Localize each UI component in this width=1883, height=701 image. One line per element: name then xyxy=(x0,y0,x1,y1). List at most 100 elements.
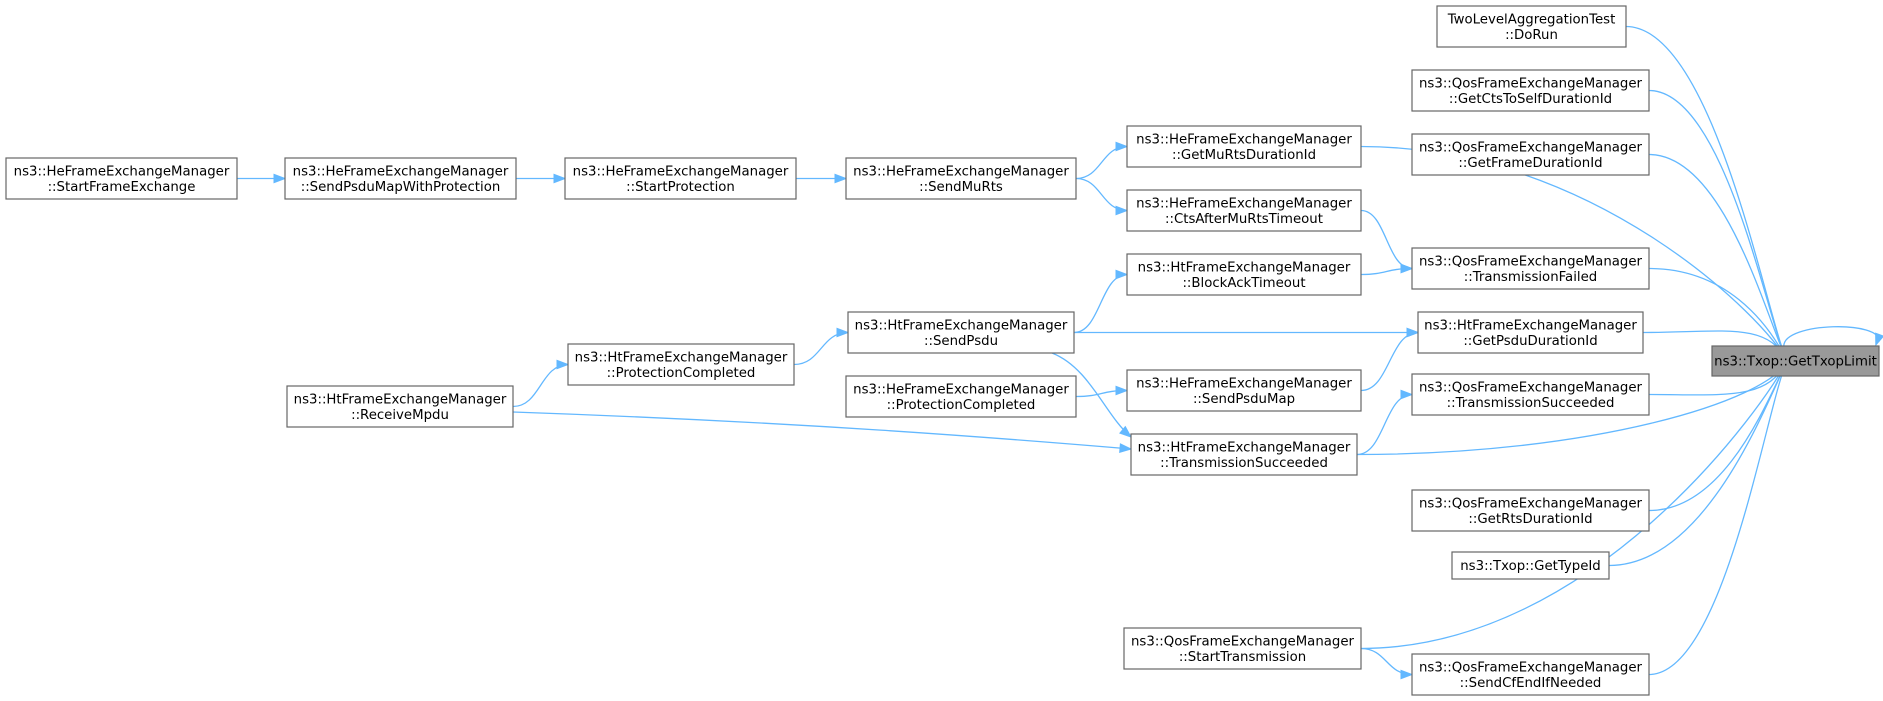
node-box xyxy=(1411,247,1650,290)
graph-node-qos_getcts[interactable]: ns3::QosFrameExchangeManager::GetCtsToSe… xyxy=(1411,69,1650,112)
edge-ht_receivempdu-to-ht_txsucc xyxy=(512,411,1133,453)
graph-node-ht_protcompleted[interactable]: ns3::HtFrameExchangeManager::ProtectionC… xyxy=(567,343,795,386)
graph-node-target[interactable]: ns3::Txop::GetTxopLimit xyxy=(1711,345,1880,377)
graph-node-qos_getframe[interactable]: ns3::QosFrameExchangeManager::GetFrameDu… xyxy=(1411,133,1650,176)
node-label-line: ::GetRtsDurationId xyxy=(1468,512,1592,527)
node-box xyxy=(1126,125,1362,168)
graph-node-he_getmurts[interactable]: ns3::HeFrameExchangeManager::GetMuRtsDur… xyxy=(1126,125,1362,168)
edge-ht_sendpsdu-to-ht_getpsdu xyxy=(1074,327,1420,338)
node-label-line: ::DoRun xyxy=(1505,28,1558,43)
node-box xyxy=(1126,189,1362,232)
edge-line xyxy=(1051,352,1132,438)
node-label-line: ns3::QosFrameExchangeManager xyxy=(1419,76,1643,91)
graph-node-ht_receivempdu[interactable]: ns3::HtFrameExchangeManager::ReceiveMpdu xyxy=(286,385,514,428)
edge-line xyxy=(1075,177,1128,212)
edge-line xyxy=(1648,360,1788,676)
graph-node-he_startframe[interactable]: ns3::HeFrameExchangeManager::StartFrameE… xyxy=(5,157,238,200)
edge-arrowhead xyxy=(1119,425,1133,438)
edge-line xyxy=(512,411,1132,450)
node-box xyxy=(5,157,238,200)
graph-node-qos_getrts[interactable]: ns3::QosFrameExchangeManager::GetRtsDura… xyxy=(1411,489,1650,532)
node-box xyxy=(564,157,797,200)
graph-node-qos_starttx[interactable]: ns3::QosFrameExchangeManager::StartTrans… xyxy=(1123,627,1362,670)
node-label-line: ns3::Txop::GetTypeId xyxy=(1460,559,1601,574)
edge-qos_sendcfend-to-target xyxy=(1648,359,1788,676)
node-box xyxy=(286,385,514,428)
node-label-line: ns3::HeFrameExchangeManager xyxy=(1136,196,1352,211)
graph-node-ht_blockack[interactable]: ns3::HtFrameExchangeManager::BlockAckTim… xyxy=(1126,253,1362,296)
node-box xyxy=(1411,69,1650,112)
edge-line xyxy=(512,363,569,408)
node-label-line: ns3::HeFrameExchangeManager xyxy=(1136,376,1352,391)
edge-line xyxy=(1356,360,1788,456)
node-box xyxy=(1130,433,1358,476)
edge-line xyxy=(1356,393,1413,456)
edge-he_startframe-to-he_sendpsdumapprot xyxy=(237,173,287,184)
node-label-line: ns3::HeFrameExchangeManager xyxy=(293,164,509,179)
node-label-line: ::TransmissionSucceeded xyxy=(1160,456,1328,471)
edge-he_sendmurts-to-he_ctsaftermurts xyxy=(1075,177,1129,216)
edge-arrowhead xyxy=(834,173,848,184)
node-label-line: ns3::QosFrameExchangeManager xyxy=(1419,496,1643,511)
edge-arrowhead xyxy=(1115,141,1129,152)
node-label-line: TwoLevelAggregationTest xyxy=(1447,12,1616,27)
graph-node-he_ctsaftermurts[interactable]: ns3::HeFrameExchangeManager::CtsAfterMuR… xyxy=(1126,189,1362,232)
graph-node-ht_getpsdu[interactable]: ns3::HtFrameExchangeManager::GetPsduDura… xyxy=(1417,311,1644,354)
node-label-line: ns3::HtFrameExchangeManager xyxy=(1424,318,1637,333)
graph-node-qos_txsucc[interactable]: ns3::QosFrameExchangeManager::Transmissi… xyxy=(1411,373,1650,416)
node-label-line: ns3::QosFrameExchangeManager xyxy=(1419,140,1643,155)
node-label-line: ::SendCfEndIfNeeded xyxy=(1460,676,1602,691)
node-box xyxy=(1711,345,1880,377)
node-label-line: ::SendPsdu xyxy=(924,334,998,349)
edge-he_sendpsdumapprot-to-he_startprot xyxy=(516,173,567,184)
edge-arrowhead xyxy=(553,173,567,184)
node-label-line: ::ProtectionCompleted xyxy=(887,398,1036,413)
node-box xyxy=(845,157,1077,200)
node-label-line: ::GetCtsToSelfDurationId xyxy=(1449,92,1612,107)
node-box xyxy=(1411,133,1650,176)
edge-target-to-target xyxy=(1783,326,1883,347)
graph-node-he_sendpsdumapprot[interactable]: ns3::HeFrameExchangeManager::SendPsduMap… xyxy=(284,157,517,200)
node-label-line: ns3::Txop::GetTxopLimit xyxy=(1714,355,1877,370)
edge-ht_txsucc-to-qos_txsucc xyxy=(1356,389,1414,456)
graph-node-he_sendpsdumap[interactable]: ns3::HeFrameExchangeManager::SendPsduMap xyxy=(1126,369,1362,412)
edge-arrowhead xyxy=(1400,389,1414,400)
edge-line xyxy=(1360,360,1788,650)
graph-node-qos_txfailed[interactable]: ns3::QosFrameExchangeManager::Transmissi… xyxy=(1411,247,1650,290)
edge-line xyxy=(1648,153,1788,362)
graph-node-he_sendmurts[interactable]: ns3::HeFrameExchangeManager::SendMuRts xyxy=(845,157,1077,200)
edge-arrowhead xyxy=(836,327,850,338)
node-label-line: ns3::QosFrameExchangeManager xyxy=(1419,660,1643,675)
graph-node-ht_sendpsdu[interactable]: ns3::HtFrameExchangeManager::SendPsdu xyxy=(847,311,1075,354)
graph-node-txop_gettypeid[interactable]: ns3::Txop::GetTypeId xyxy=(1451,551,1610,580)
edge-ht_protcompleted-to-ht_sendpsdu xyxy=(793,327,850,366)
node-box xyxy=(847,311,1075,354)
edge-arrowhead xyxy=(1115,269,1129,280)
node-label-line: ::GetFrameDurationId xyxy=(1458,156,1602,171)
graph-node-he_startprot[interactable]: ns3::HeFrameExchangeManager::StartProtec… xyxy=(564,157,797,200)
node-label-line: ns3::HtFrameExchangeManager xyxy=(575,350,788,365)
graph-node-he_protcompleted[interactable]: ns3::HeFrameExchangeManager::ProtectionC… xyxy=(845,375,1077,418)
node-box xyxy=(567,343,795,386)
node-label-line: ns3::QosFrameExchangeManager xyxy=(1131,634,1355,649)
node-label-line: ::TransmissionSucceeded xyxy=(1447,396,1615,411)
edge-he_startprot-to-he_sendmurts xyxy=(796,173,848,184)
edge-ht_receivempdu-to-ht_protcompleted xyxy=(512,359,570,408)
node-label-line: ::StartTransmission xyxy=(1179,650,1306,665)
node-label-line: ::ReceiveMpdu xyxy=(351,408,449,423)
node-label-line: ::GetPsduDurationId xyxy=(1463,334,1597,349)
node-box xyxy=(284,157,517,200)
edge-tla_dorun-to-target xyxy=(1625,25,1788,363)
edge-arrowhead xyxy=(1115,205,1129,216)
edge-line xyxy=(793,331,849,366)
node-label-line: ns3::HtFrameExchangeManager xyxy=(1138,440,1351,455)
edge-line xyxy=(1075,145,1128,180)
node-box xyxy=(1411,373,1650,416)
graph-node-tla_dorun[interactable]: TwoLevelAggregationTest::DoRun xyxy=(1436,5,1627,48)
node-box xyxy=(1126,253,1362,296)
node-box xyxy=(1126,369,1362,412)
edge-arrowhead xyxy=(1400,669,1414,680)
node-label-line: ::SendPsduMapWithProtection xyxy=(301,180,501,195)
graph-node-qos_sendcfend[interactable]: ns3::QosFrameExchangeManager::SendCfEndI… xyxy=(1411,653,1650,696)
graph-node-ht_txsucc[interactable]: ns3::HtFrameExchangeManager::Transmissio… xyxy=(1130,433,1358,476)
